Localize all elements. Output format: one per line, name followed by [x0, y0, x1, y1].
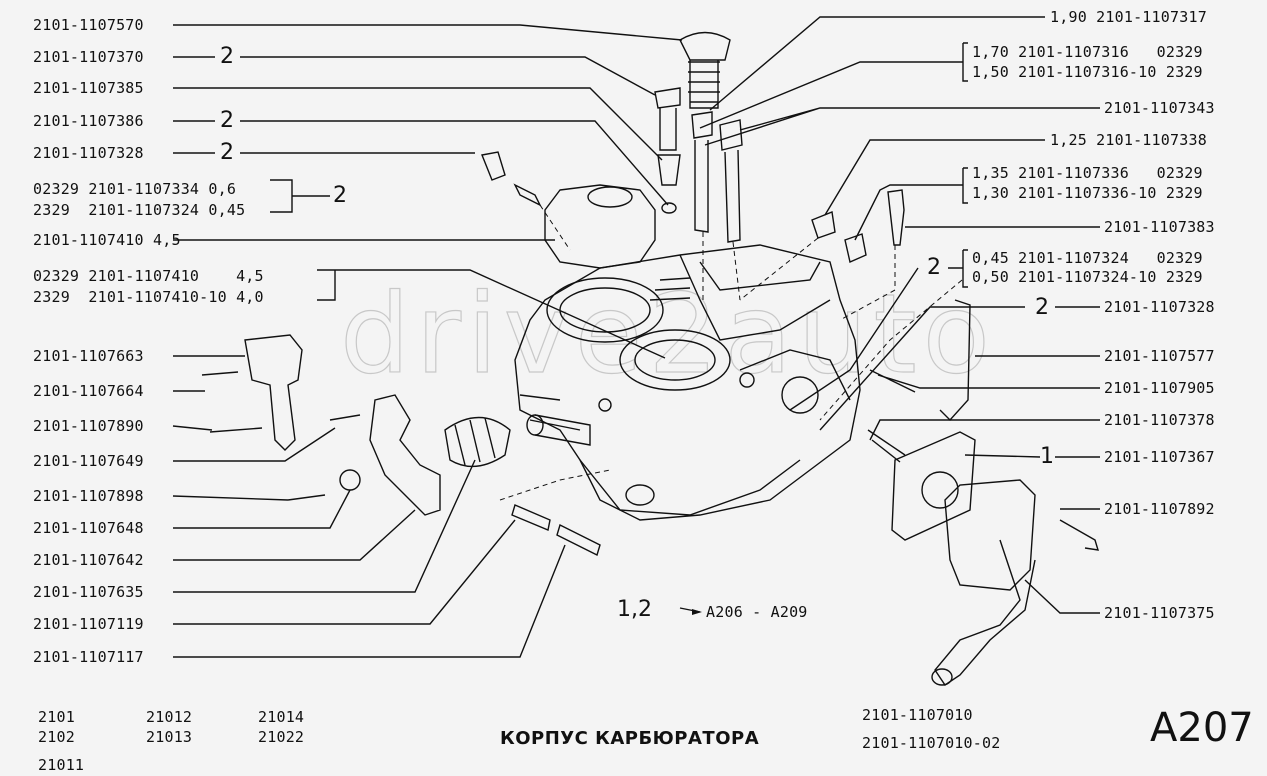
left-parts-drawing [201, 184, 656, 556]
leaders-left [172, 24, 683, 658]
part-label-left: 2101-1107385 [33, 79, 144, 97]
reference-note-target: A206 - A209 [706, 603, 808, 621]
part-label-right: 1,25 2101-1107338 [1050, 131, 1207, 149]
model-code: 21011 [38, 756, 85, 774]
pump-cover-drawing [867, 299, 1099, 686]
callout-number: 2 [220, 108, 234, 133]
callout-number: 2 [220, 140, 234, 165]
part-label-left: 02329 2101-1107334 0,6 [33, 180, 237, 198]
part-label-right: 2101-1107905 [1104, 379, 1215, 397]
part-label-left: 2101-1107648 [33, 519, 144, 537]
callout-number: 2 [927, 255, 941, 280]
part-label-left: 2101-1107370 [33, 48, 144, 66]
part-label-left: 2101-1107386 [33, 112, 144, 130]
part-label-right: 1,30 2101-1107336-10 2329 [972, 184, 1203, 202]
part-label-right: 1,90 2101-1107317 [1050, 8, 1207, 26]
part-label-right: 1,35 2101-1107336 02329 [972, 164, 1203, 182]
part-label-left: 2101-1107649 [33, 452, 144, 470]
model-code: 21013 [146, 728, 193, 746]
dashed-guides [499, 204, 963, 501]
part-label-right: 0,50 2101-1107324-10 2329 [972, 268, 1203, 286]
diagram-title: КОРПУС КАРБЮРАТОРА [500, 728, 760, 749]
part-label-right: 2101-1107343 [1104, 99, 1215, 117]
model-code: 2102 [38, 728, 75, 746]
assembly-number: 2101-1107010 [862, 706, 973, 724]
part-label-left: 2101-1107663 [33, 347, 144, 365]
part-label-right: 2101-1107378 [1104, 411, 1215, 429]
model-code: 21014 [258, 708, 305, 726]
callout-number: 2 [1035, 295, 1049, 320]
part-label-right: 2101-1107892 [1104, 500, 1215, 518]
model-code: 2101 [38, 708, 75, 726]
part-label-left: 2101-1107890 [33, 417, 144, 435]
part-label-left: 2101-1107642 [33, 551, 144, 569]
part-label-right: 0,45 2101-1107324 02329 [972, 249, 1203, 267]
part-label-left: 2101-1107898 [33, 487, 144, 505]
leaders-right [679, 16, 1100, 614]
carburetor-body-drawing [514, 244, 861, 521]
model-code: 21012 [146, 708, 193, 726]
part-label-left: 2329 2101-1107324 0,45 [33, 201, 246, 219]
part-label-right: 2101-1107367 [1104, 448, 1215, 466]
watermark: drive2auto [339, 269, 996, 398]
part-label-left: 2101-1107570 [33, 16, 144, 34]
part-label-left: 2101-1107328 [33, 144, 144, 162]
part-label-right: 2101-1107383 [1104, 218, 1215, 236]
part-label-right: 2101-1107375 [1104, 604, 1215, 622]
page-code: A207 [1150, 705, 1254, 751]
model-code: 21022 [258, 728, 305, 746]
part-label-left: 2101-1107664 [33, 382, 144, 400]
part-label-right: 2101-1107577 [1104, 347, 1215, 365]
callout-number: 1 [1040, 444, 1054, 469]
reference-note-prefix: 1,2 [617, 597, 652, 622]
assembly-number: 2101-1107010-02 [862, 734, 1001, 752]
part-label-right: 1,70 2101-1107316 02329 [972, 43, 1203, 61]
jets-drawing [481, 31, 905, 263]
part-label-left: 2101-1107119 [33, 615, 144, 633]
part-label-left: 2101-1107410 4,5 [33, 231, 181, 249]
callout-number: 2 [333, 183, 347, 208]
part-label-left: 2329 2101-1107410-10 4,0 [33, 288, 264, 306]
part-label-right: 1,50 2101-1107316-10 2329 [972, 63, 1203, 81]
callout-number: 2 [220, 44, 234, 69]
part-label-left: 2101-1107117 [33, 648, 144, 666]
part-label-right: 2101-1107328 [1104, 298, 1215, 316]
part-label-left: 02329 2101-1107410 4,5 [33, 267, 264, 285]
part-label-left: 2101-1107635 [33, 583, 144, 601]
